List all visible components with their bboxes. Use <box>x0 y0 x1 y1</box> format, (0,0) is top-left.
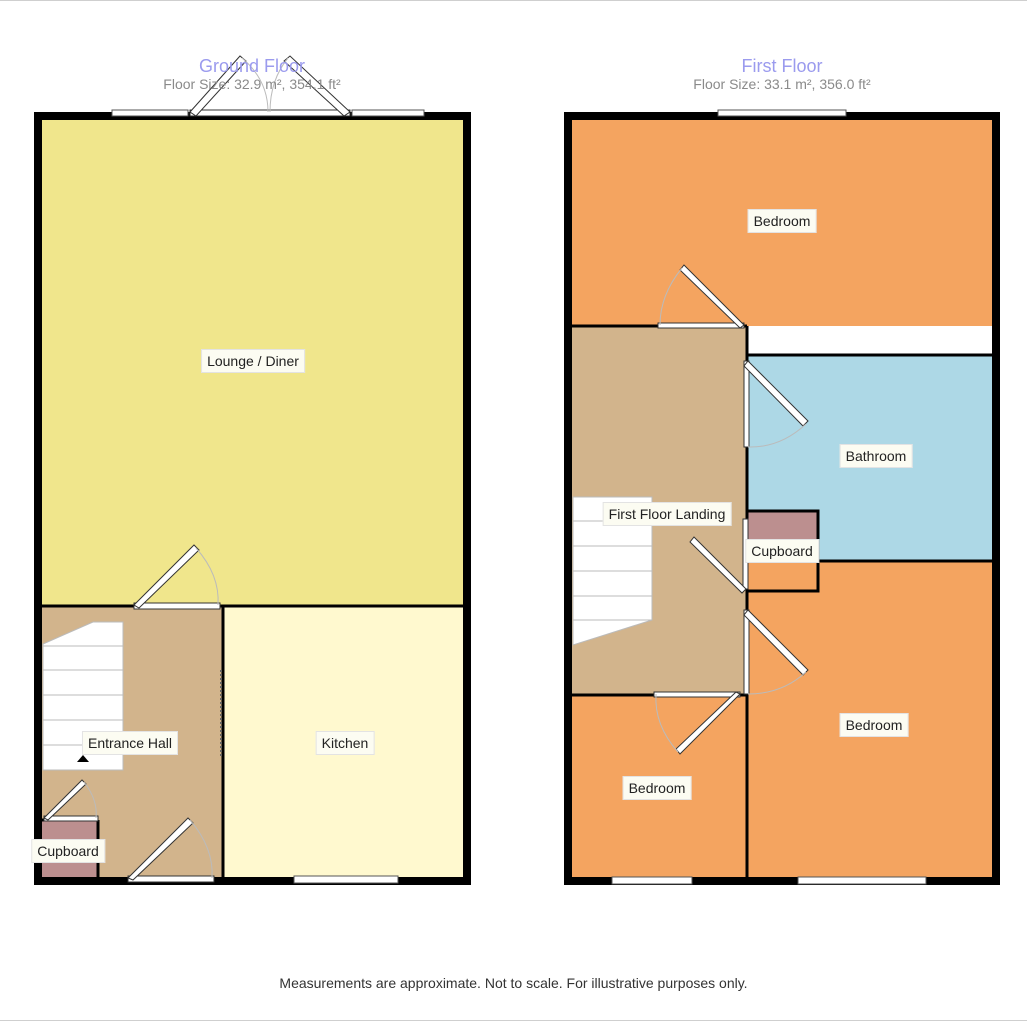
ground-windows <box>111 109 425 884</box>
label-first-floor-landing: First Floor Landing <box>602 502 732 526</box>
label-entrance-hall: Entrance Hall <box>81 731 179 755</box>
label-bathroom: Bathroom <box>839 444 913 468</box>
first-doors <box>653 264 809 755</box>
label-bedroom-right: Bedroom <box>839 713 909 737</box>
label-cupboard-ground: Cupboard <box>31 839 105 863</box>
top-border <box>0 0 1027 1</box>
ground-floor-heading: Ground Floor Floor Size: 32.9 m², 354.1 … <box>32 56 472 92</box>
first-stairs <box>572 496 653 646</box>
ground-floor-plan <box>34 55 471 885</box>
label-lounge-diner: Lounge / Diner <box>201 349 305 373</box>
ground-patio-doors <box>189 55 351 117</box>
first-floor-size: Floor Size: 33.1 m², 356.0 ft² <box>693 76 871 92</box>
bottom-border <box>0 1020 1027 1021</box>
first-floor-name: First Floor <box>741 56 823 76</box>
ground-floor-name: Ground Floor <box>198 56 306 76</box>
label-bedroom-small: Bedroom <box>622 776 692 800</box>
disclaimer-footer: Measurements are approximate. Not to sca… <box>279 975 748 991</box>
label-cupboard-first: Cupboard <box>745 539 819 563</box>
label-kitchen: Kitchen <box>315 731 375 755</box>
label-bedroom-top: Bedroom <box>747 209 817 233</box>
ground-doors <box>43 544 222 883</box>
first-windows <box>611 109 927 885</box>
first-floor-heading: First Floor Floor Size: 33.1 m², 356.0 f… <box>562 56 1002 92</box>
ground-floor-size: Floor Size: 32.9 m², 354.1 ft² <box>163 76 341 92</box>
